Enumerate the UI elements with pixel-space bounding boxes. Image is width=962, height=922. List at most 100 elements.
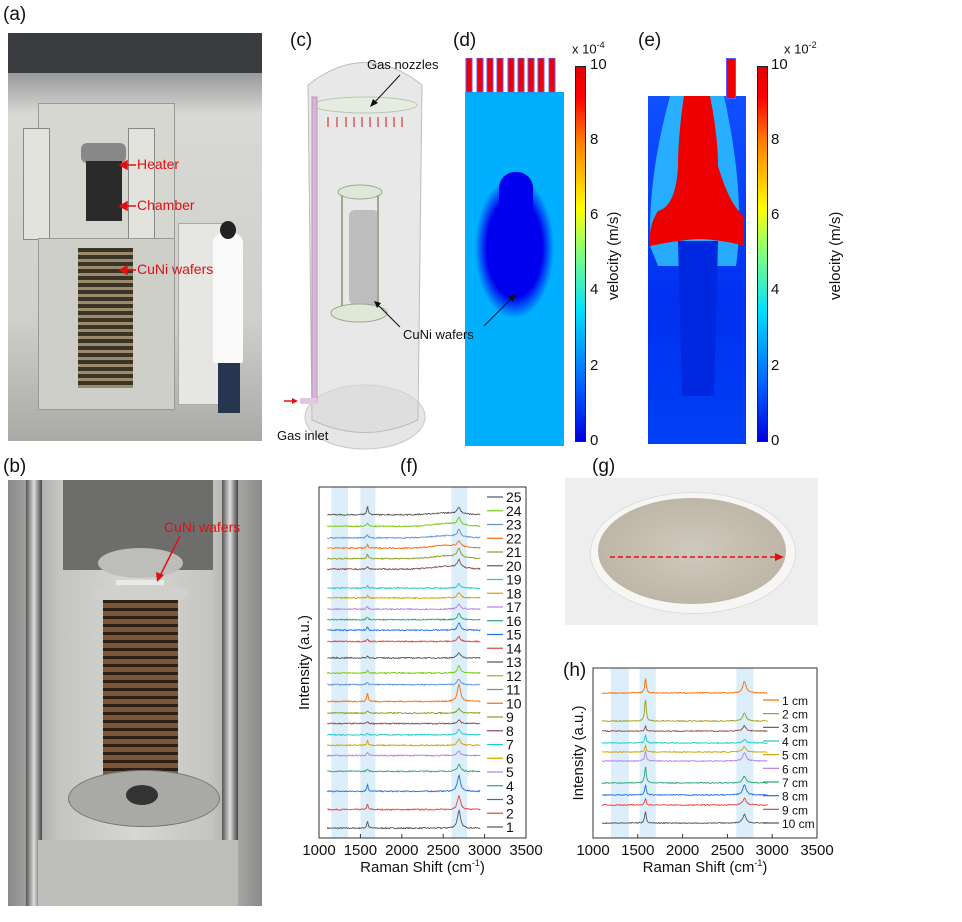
legend-label: 1 cm <box>782 694 808 708</box>
plot-frame <box>318 486 527 839</box>
cbar-label-e: velocity (m/s) <box>827 211 844 300</box>
annotation-gas-nozzles: Gas nozzles <box>367 57 439 72</box>
spectrum-line-2 <box>327 795 481 811</box>
cbar-tick-e: 2 <box>771 357 780 374</box>
x-tick-label: 1000 <box>302 842 335 859</box>
colorbar-d <box>575 66 586 442</box>
spectrum-line-8cm <box>601 783 768 797</box>
spectrum-line-10cm <box>601 810 768 825</box>
panel-label-d: (d) <box>453 30 477 51</box>
annotation-heater: Heater <box>137 156 180 172</box>
highlight-band <box>451 487 468 838</box>
scale-base-e: x 10 <box>784 41 809 57</box>
colorbar-e <box>757 66 768 442</box>
legend-label: 20 <box>506 558 522 574</box>
spectrum-line-9 <box>327 707 481 715</box>
cbar-tick-e: 8 <box>771 131 780 148</box>
nozzle-e <box>726 58 736 99</box>
legend-label: 10 <box>506 695 522 711</box>
spectrum-line-6 <box>326 738 481 747</box>
cbar-tick-d: 2 <box>590 357 599 374</box>
reactor-schematic <box>284 62 426 450</box>
legend-label: 6 cm <box>782 762 808 776</box>
highlight-band <box>639 668 656 838</box>
cbar-tick-e: 4 <box>771 281 780 298</box>
nozzle-array-d <box>465 58 556 93</box>
spectrum-line-23 <box>327 528 481 540</box>
annotation-chamber: Chamber <box>137 197 195 213</box>
x-tick-label: 3000 <box>468 842 501 859</box>
x-axis-label: Raman Shift (cm-1) <box>360 858 485 876</box>
annotation-arrows-a <box>118 159 136 276</box>
photo-wafer <box>565 478 818 625</box>
x-axis-label: Raman Shift (cm-1) <box>643 858 768 876</box>
photo-cvd-system <box>8 33 262 441</box>
panel-label-f: (f) <box>400 456 418 477</box>
legend-label: 6 <box>506 750 514 766</box>
velocity-map-d <box>465 92 564 446</box>
panel-label-g: (g) <box>592 456 616 477</box>
cbar-tick-e: 10 <box>771 56 788 73</box>
legend-label: 3 <box>506 792 514 808</box>
legend-label: 2 <box>506 805 514 821</box>
panel-label-e: (e) <box>638 30 662 51</box>
x-tick-label: 1500 <box>344 842 377 859</box>
spectrum-line-15 <box>327 622 481 632</box>
spectrum-line-4 <box>327 763 481 773</box>
spectrum-line-4cm <box>601 734 768 745</box>
cbar-tick-d: 8 <box>590 131 599 148</box>
scale-factor-d: x 10-4 <box>572 40 605 56</box>
spectrum-line-1cm <box>601 677 768 695</box>
annotation-arrow-d <box>483 294 516 327</box>
legend-label: 23 <box>506 517 522 533</box>
y-axis-label: Intensity (a.u.) <box>570 705 587 800</box>
spectrum-line-9cm <box>601 797 768 807</box>
legend-label: 2 cm <box>782 708 808 722</box>
spectrum-line-20 <box>326 558 481 571</box>
spectrum-line-3cm <box>602 724 768 733</box>
annotation-gas-inlet: Gas inlet <box>277 428 329 443</box>
legend-label: 8 cm <box>782 790 808 804</box>
x-tick-label: 1000 <box>576 842 609 859</box>
legend-label: 15 <box>506 627 522 643</box>
spectrum-line-11 <box>327 679 481 687</box>
velocity-map-e <box>648 96 746 444</box>
legend-label: 3 cm <box>782 721 808 735</box>
spectrum-line-12 <box>326 665 481 675</box>
photo-wafer-holder <box>8 480 262 906</box>
spectrum-line-1 <box>326 808 481 830</box>
annotation-cuni-wafers-a: CuNi wafers <box>137 261 214 277</box>
panel-label-b: (b) <box>3 456 27 477</box>
spectrum-line-3 <box>326 773 481 793</box>
spectrum-line-13 <box>327 652 481 660</box>
legend-label: 21 <box>506 544 522 560</box>
legend-label: 13 <box>506 654 522 670</box>
scale-base-d: x 10 <box>572 41 597 57</box>
annotation-arrow-b <box>156 535 181 582</box>
annotation-cuni-wafers-b: CuNi wafers <box>164 519 241 535</box>
spectrum-line-8 <box>327 719 481 726</box>
panel-label-a: (a) <box>3 4 27 25</box>
legend-label: 10 cm <box>782 817 815 831</box>
legend-label: 24 <box>506 503 522 519</box>
legend-label: 19 <box>506 572 522 588</box>
x-tick-label: 3500 <box>800 842 833 859</box>
scale-factor-e: x 10-2 <box>784 40 817 56</box>
spectrum-line-16 <box>327 612 481 621</box>
plot-frame <box>592 667 818 839</box>
legend-label: 4 <box>506 778 514 794</box>
legend-label: 5 <box>506 764 514 780</box>
x-tick-label: 2000 <box>385 842 418 859</box>
x-tick-label: 2500 <box>711 842 744 859</box>
legend-label: 5 cm <box>782 749 808 763</box>
legend-label: 8 <box>506 723 514 739</box>
legend-label: 12 <box>506 668 522 684</box>
spectrum-line-24 <box>327 516 481 528</box>
panel-label-c: (c) <box>290 30 313 51</box>
spectrum-line-19 <box>327 583 481 590</box>
x-tick-label: 3000 <box>756 842 789 859</box>
legend-label: 9 <box>506 709 514 725</box>
cbar-tick-e: 6 <box>771 206 780 223</box>
legend-label: 7 cm <box>782 776 808 790</box>
